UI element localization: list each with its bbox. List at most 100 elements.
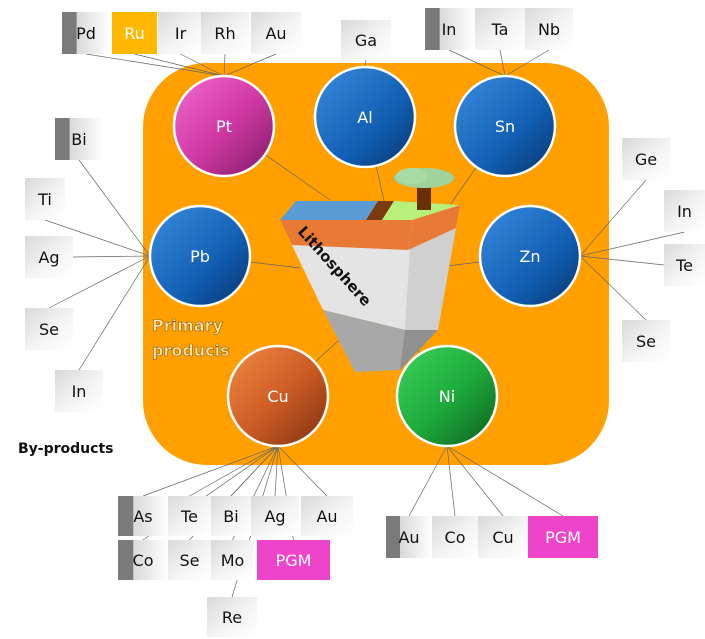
byproduct-label: Se (636, 332, 656, 351)
byproduct-box-bg (112, 12, 157, 54)
metal-label: Cu (267, 387, 288, 406)
link-ni-co (446, 445, 456, 517)
primary-products-label: Primary producis (152, 316, 230, 360)
byproduct-label: Mo (221, 551, 245, 570)
byproduct-box-ga: Ga (341, 20, 391, 60)
byproduct-label: Se (180, 551, 200, 570)
byproduct-box-bg (475, 8, 525, 50)
byproduct-box-bg (168, 540, 211, 580)
byproduct-box-cu: Cu (478, 516, 528, 558)
byproduct-label: Au (316, 507, 337, 526)
byproduct-box-au: Au (386, 516, 432, 558)
byproduct-box-bg (118, 496, 168, 536)
byproduct-label: Ti (37, 190, 52, 209)
byproduct-box-bg (25, 178, 65, 220)
link-sn-in (448, 49, 506, 77)
link-zn-te (579, 255, 665, 266)
byproduct-label: Rh (214, 24, 235, 43)
link-sn-nb (504, 49, 550, 77)
link-pb-ag (72, 255, 151, 258)
byproduct-label: Au (265, 24, 286, 43)
byproduct-box-bg (525, 8, 573, 50)
metal-label: Ni (439, 387, 455, 406)
byproduct-box-bg (432, 516, 478, 558)
byproduct-label: Bi (71, 130, 86, 149)
byproduct-box-bg (25, 308, 73, 350)
byproduct-box-pd: Pd (62, 12, 110, 54)
link-pb-bi (78, 159, 151, 257)
byproduct-box-bg (478, 516, 528, 558)
metal-circle-shape (453, 74, 557, 178)
byproduct-label: Se (39, 320, 59, 339)
link-zn-se (579, 255, 647, 321)
byproduct-box-in: In (425, 8, 473, 50)
byproduct-box-ge: Ge (622, 138, 670, 180)
link-pb-ti (44, 219, 151, 257)
metal-circle-ni: Ni (395, 344, 499, 448)
metal-circle-shape (395, 344, 499, 448)
byproduct-label: Ga (355, 31, 377, 50)
byproduct-box-bg (168, 496, 211, 536)
byproduct-label: Co (445, 528, 466, 547)
link-pb-se (48, 255, 151, 309)
link-pt-ir (180, 53, 225, 77)
link-pt-pd (85, 53, 225, 77)
metal-label: Al (357, 108, 372, 127)
metal-label: Zn (519, 247, 540, 266)
byproduct-label: Re (222, 608, 242, 627)
link-cu-te (189, 445, 279, 497)
byproduct-label: Nb (538, 20, 560, 39)
byproduct-label: PGM (276, 551, 312, 570)
byproduct-box-ag: Ag (251, 496, 299, 536)
byproduct-label: As (133, 507, 152, 526)
link-zn-in (579, 231, 685, 257)
link-zn-ge (579, 179, 647, 257)
byproduct-box-bg (301, 496, 353, 536)
link-cu-as (142, 445, 279, 497)
byproduct-box-in: In (55, 370, 103, 412)
byproduct-label: In (442, 20, 457, 39)
primary-label-line-1: Primary (152, 316, 223, 335)
byproduct-label: PGM (545, 528, 581, 547)
byproduct-label: Te (180, 507, 198, 526)
byproduct-box-co: Co (118, 540, 168, 580)
byproduct-label: Bi (223, 507, 238, 526)
byproduct-box-au: Au (251, 12, 301, 54)
byproduct-box-nb: Nb (525, 8, 573, 50)
byproduct-box-bg (386, 516, 432, 558)
byproduct-label: Ir (175, 24, 187, 43)
link-cu-au (277, 445, 328, 497)
byproduct-box-bg (251, 12, 301, 54)
metal-circle-zn: Zn (478, 204, 582, 308)
link-ni-cu (446, 445, 504, 517)
byproduct-box-bg (211, 496, 251, 536)
byproduct-box-au: Au (301, 496, 353, 536)
byproduct-label: Ta (491, 20, 509, 39)
byproduct-box-rh: Rh (201, 12, 249, 54)
metal-label: Pb (190, 247, 210, 266)
byproduct-label: Au (398, 528, 419, 547)
byproduct-box-bg (118, 540, 168, 580)
byproduct-label: Pd (76, 24, 96, 43)
byproduct-box-se: Se (622, 320, 670, 362)
byproduct-label: Co (133, 551, 154, 570)
byproduct-box-bi: Bi (211, 496, 251, 536)
byproduct-box-bi: Bi (55, 118, 103, 160)
link-ni-au (408, 445, 448, 517)
byproduct-box-bg (622, 320, 670, 362)
byproduct-box-as: As (118, 496, 168, 536)
byproduct-box-bg (341, 20, 391, 60)
link-pb-in (78, 255, 151, 371)
byproduct-box-co: Co (432, 516, 478, 558)
byproduct-box-bg (201, 12, 249, 54)
byproduct-label: Ru (124, 24, 145, 43)
byproduct-box-bg (257, 540, 330, 580)
byproduct-box-ti: Ti (25, 178, 65, 220)
metal-label: Sn (495, 117, 515, 136)
byproduct-box-bg (207, 597, 257, 637)
byproduct-box-bg (251, 496, 299, 536)
byproduct-box-ru: Ru (112, 12, 157, 54)
byproduct-box-bg (664, 244, 705, 286)
